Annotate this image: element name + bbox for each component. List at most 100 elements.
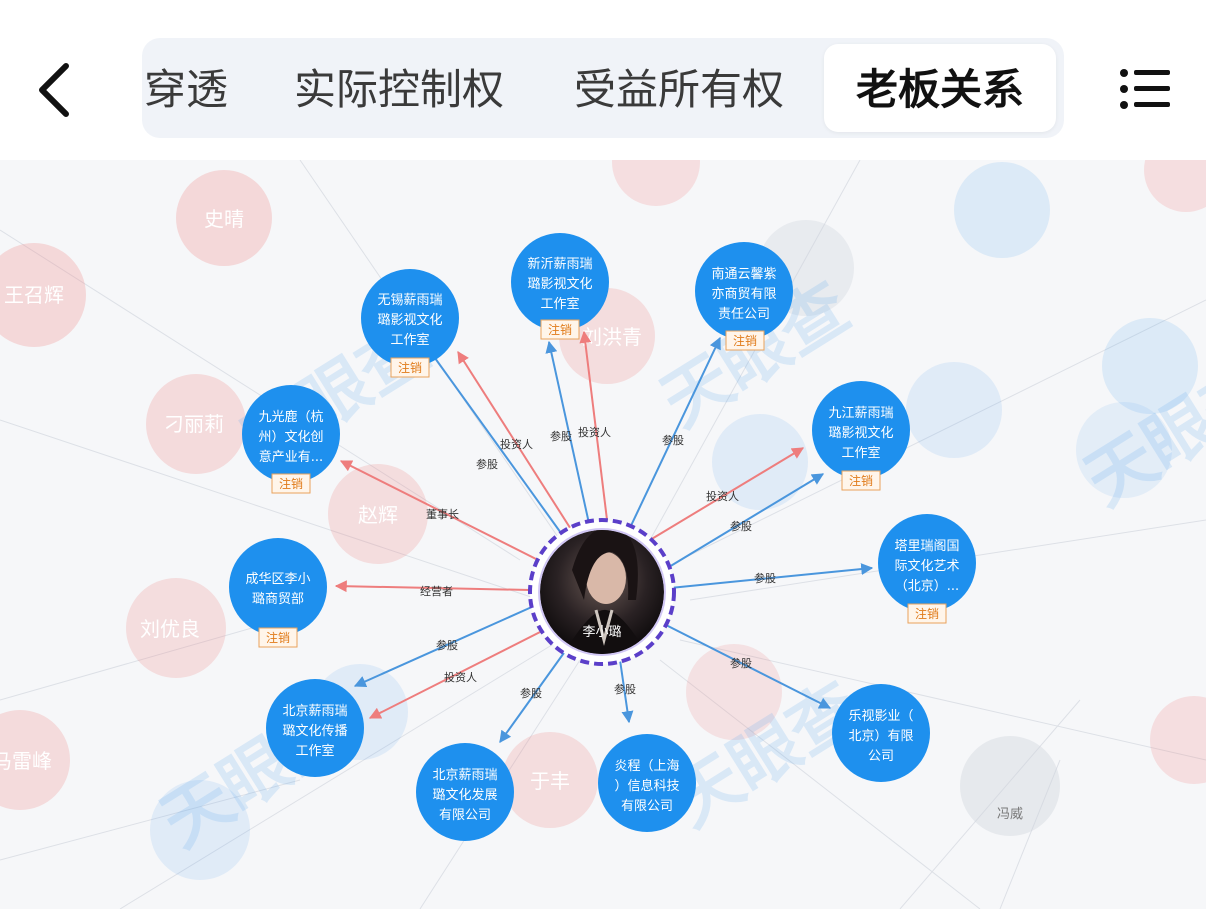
svg-text:璐文化传播: 璐文化传播 [282, 724, 347, 739]
edge-invest [663, 473, 825, 571]
svg-text:工作室: 工作室 [295, 743, 334, 759]
edge-invest [627, 336, 721, 533]
edge-label: 经营者 [420, 584, 453, 598]
edge-label: 参股 [614, 682, 636, 696]
svg-text:成华区李小: 成华区李小 [245, 572, 310, 587]
edge-label: 投资人 [444, 670, 477, 684]
company-node-chenghua[interactable]: 成华区李小 璐商贸部 注销 [229, 538, 327, 648]
relationship-graph[interactable]: 史晴 王召辉 刘洪青 刁丽莉 赵辉 刘优良 马雷峰 于丰 [0, 160, 1206, 909]
back-button[interactable] [28, 58, 84, 122]
edge-manage [457, 350, 575, 535]
edge-label: 参股 [730, 519, 752, 533]
svg-text:有限公司: 有限公司 [621, 799, 673, 814]
status-badge [390, 357, 430, 378]
status-badge [271, 473, 311, 494]
svg-text:工作室: 工作室 [841, 445, 880, 461]
svg-text:责任公司: 责任公司 [718, 307, 770, 322]
svg-text:璐文化发展: 璐文化发展 [432, 787, 497, 803]
edge-invest [545, 340, 591, 529]
svg-text:工作室: 工作室 [540, 296, 579, 312]
edge-label: 参股 [476, 457, 498, 471]
edge-label: 参股 [550, 429, 572, 443]
status-badge-text: 注销 [915, 606, 939, 621]
company-node-beijing-culture-dev[interactable]: 北京薪雨瑞 璐文化发展 有限公司 [416, 743, 514, 841]
company-node-wuxi[interactable]: 无锡薪雨瑞 璐影视文化 工作室 注销 [361, 269, 459, 378]
list-menu-icon [1120, 69, 1170, 109]
svg-text:（北京）...: （北京）... [895, 579, 959, 594]
svg-text:工作室: 工作室 [390, 332, 429, 348]
svg-text:乐视影业（: 乐视影业（ [848, 709, 913, 724]
svg-text:亦商贸有限: 亦商贸有限 [711, 286, 776, 302]
tab-penetration[interactable]: 穿透 [144, 65, 229, 114]
edge-label: 参股 [754, 571, 776, 585]
background-nodes: 史晴 王召辉 刘洪青 刁丽莉 赵辉 刘优良 马雷峰 于丰 [0, 160, 1206, 880]
svg-text:炎程（上海: 炎程（上海 [614, 759, 679, 774]
company-node-beijing-culture-media[interactable]: 北京薪雨瑞 璐文化传播 工作室 [266, 679, 364, 777]
bg-person-label: 王召辉 [4, 283, 64, 307]
edge-invest [499, 649, 567, 743]
edge-manage [579, 330, 609, 529]
status-badge-text: 注销 [266, 630, 290, 645]
edge-label: 参股 [730, 656, 752, 670]
svg-text:九江薪雨瑞: 九江薪雨瑞 [828, 406, 893, 421]
company-node-jiuguanglu[interactable]: 九光鹿（杭 州）文化创 意产业有... 注销 [242, 385, 340, 494]
edge-invest [663, 623, 832, 709]
svg-text:意产业有...: 意产业有... [259, 449, 323, 465]
bg-person-label: 刘洪青 [582, 325, 642, 349]
bg-person-label: 冯威 [997, 807, 1023, 822]
center-person-name: 李小璐 [582, 625, 621, 640]
edges [334, 330, 874, 743]
status-badge-text: 注销 [733, 333, 757, 348]
status-badge-text: 注销 [548, 322, 572, 337]
svg-text:无锡薪雨瑞: 无锡薪雨瑞 [377, 293, 442, 308]
edge-invest [619, 659, 634, 724]
svg-text:北京薪雨瑞: 北京薪雨瑞 [282, 704, 347, 719]
top-bar: 穿透 实际控制权 受益所有权 老板关系 [0, 0, 1206, 160]
svg-text:南通云馨紫: 南通云馨紫 [711, 266, 776, 282]
svg-text:际文化艺术: 际文化艺术 [894, 559, 959, 574]
company-node-jiujiang[interactable]: 九江薪雨瑞 璐影视文化 工作室 注销 [812, 381, 910, 491]
svg-text:新沂薪雨瑞: 新沂薪雨瑞 [527, 256, 592, 272]
edge-manage [368, 627, 549, 719]
graph-canvas: 史晴 王召辉 刘洪青 刁丽莉 赵辉 刘优良 马雷峰 于丰 [0, 160, 1206, 909]
status-badge [841, 470, 881, 491]
bg-person-label: 史晴 [204, 207, 244, 231]
edge-label: 参股 [662, 433, 684, 447]
svg-text:州）文化创: 州）文化创 [258, 430, 323, 445]
svg-text:璐影视文化: 璐影视文化 [377, 313, 442, 328]
bg-person-label: 赵辉 [358, 503, 398, 527]
bg-person-label: 于丰 [530, 769, 570, 793]
svg-text:公司: 公司 [868, 749, 894, 764]
tab-beneficial-ownership[interactable]: 受益所有权 [574, 65, 785, 114]
center-person-node[interactable]: 李小璐 [528, 518, 676, 666]
edge-label: 投资人 [578, 425, 611, 439]
status-badge [540, 319, 580, 340]
svg-text:有限公司: 有限公司 [439, 808, 491, 823]
svg-text:璐影视文化: 璐影视文化 [828, 426, 893, 441]
svg-text:）信息科技: ）信息科技 [614, 778, 679, 794]
edge-manage [339, 460, 539, 561]
menu-button[interactable] [1118, 66, 1172, 112]
company-node-tali[interactable]: 塔里瑞阁国 际文化艺术 （北京）... 注销 [878, 514, 976, 624]
edge-invest [669, 563, 874, 589]
svg-text:塔里瑞阁国: 塔里瑞阁国 [894, 539, 959, 554]
edge-label: 参股 [436, 638, 458, 652]
bg-person-label: 马雷峰 [0, 749, 52, 773]
svg-text:九光鹿（杭: 九光鹿（杭 [258, 409, 323, 425]
edge-invest [353, 605, 535, 688]
company-node-xinyi[interactable]: 新沂薪雨瑞 璐影视文化 工作室 注销 [511, 233, 609, 340]
tab-boss-relations[interactable]: 老板关系 [824, 44, 1057, 132]
tab-actual-control[interactable]: 实际控制权 [294, 65, 505, 114]
status-badge-text: 注销 [279, 476, 303, 491]
edge-label: 投资人 [706, 489, 739, 503]
status-badge [725, 330, 765, 351]
company-node-leshi[interactable]: 乐视影业（ 北京）有限 公司 [832, 684, 930, 782]
avatar [540, 530, 664, 654]
company-node-yancheng[interactable]: 炎程（上海 ）信息科技 有限公司 [598, 734, 696, 832]
edge-invest [426, 346, 567, 541]
edge-label: 参股 [520, 686, 542, 700]
company-node-nantong[interactable]: 南通云馨紫 亦商贸有限 责任公司 注销 [695, 242, 793, 351]
status-badge [258, 627, 298, 648]
status-badge [907, 603, 947, 624]
tab-bar: 穿透 实际控制权 受益所有权 老板关系 [142, 38, 1064, 138]
